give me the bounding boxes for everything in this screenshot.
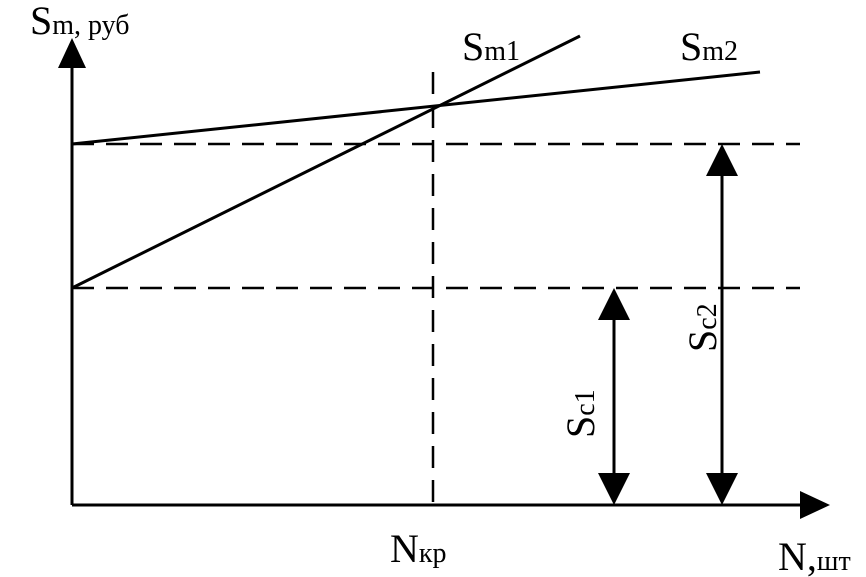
cost-line-sm2	[71, 70, 761, 146]
sm1-label: Sm1	[462, 24, 520, 69]
cost-line-sm1	[71, 34, 581, 290]
sc1-arrow-down	[598, 473, 630, 505]
x-axis-label: N,шт	[778, 534, 851, 577]
sc1-label: Sc1	[558, 389, 603, 438]
sm2-label: Sm2	[680, 24, 738, 69]
sc2-arrow-down	[706, 473, 738, 505]
x-axis-arrow	[800, 491, 830, 519]
sc2-arrow-up	[706, 144, 738, 176]
y-axis-label: Sm, руб	[30, 0, 130, 43]
sc1-arrow-up	[598, 288, 630, 320]
y-axis-arrow	[58, 38, 86, 68]
sc2-label: Sc2	[680, 303, 725, 352]
critical-volume-label: Nкр	[390, 526, 447, 571]
